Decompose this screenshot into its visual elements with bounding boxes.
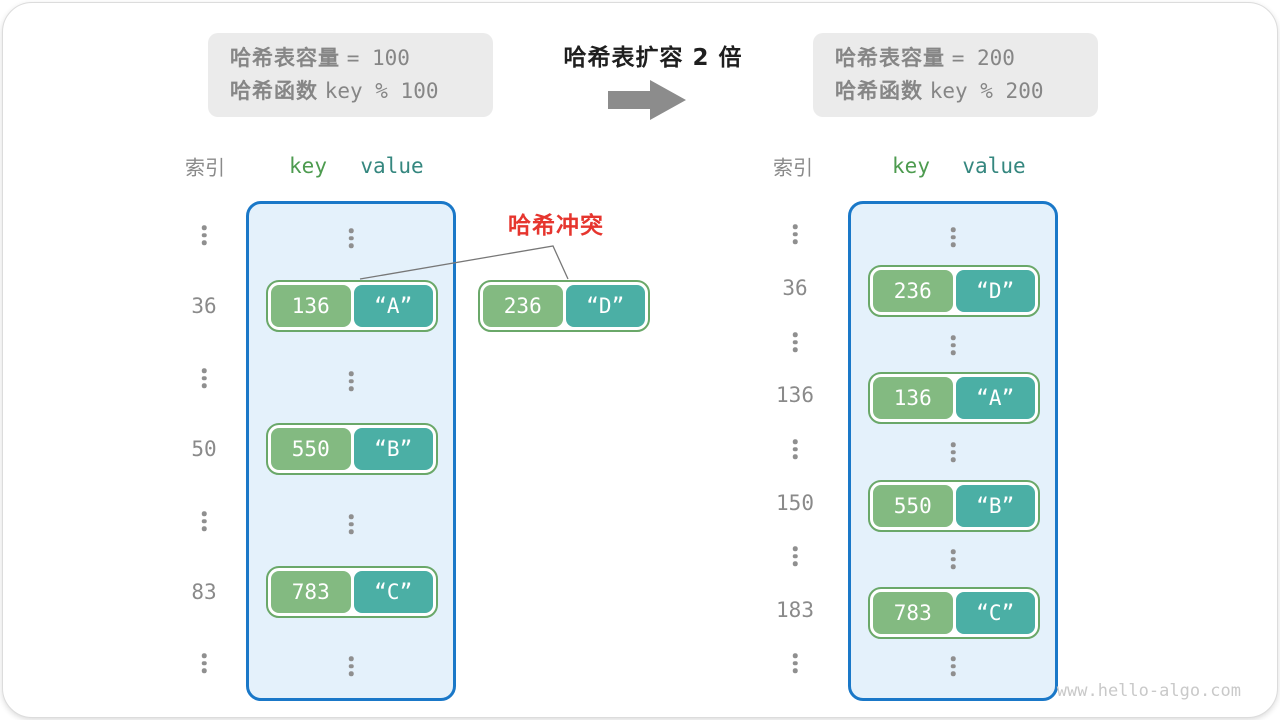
vertical-ellipsis-icon <box>950 227 956 247</box>
key-box: 136 <box>271 285 351 327</box>
right-hash-table: 236 “D” 136 “A” 550 “B” 783 “C” <box>848 201 1058 701</box>
watermark: www.hello-algo.com <box>1056 681 1241 701</box>
key-box: 783 <box>271 571 351 613</box>
index-label: 150 <box>776 491 814 515</box>
value-box: “C” <box>955 592 1035 634</box>
function-label: 哈希函数 <box>230 78 318 103</box>
value-box: “B” <box>955 485 1035 527</box>
vertical-ellipsis-icon <box>348 656 354 676</box>
old-capacity-line: 哈希表容量 = 100 <box>230 46 493 71</box>
index-label: 83 <box>191 580 217 604</box>
kv-pair-236D-colliding: 236 “D” <box>478 280 650 332</box>
capacity-value: = 200 <box>951 46 1015 71</box>
vertical-ellipsis-icon <box>792 546 798 566</box>
function-label: 哈希函数 <box>835 78 923 103</box>
kv-pair-783C: 783 “C” <box>868 587 1040 639</box>
kv-pair-550B: 550 “B” <box>868 480 1040 532</box>
index-label: 136 <box>776 383 814 407</box>
index-label: 36 <box>191 294 217 318</box>
left-value-header: value <box>360 154 424 178</box>
vertical-ellipsis-icon <box>201 653 207 673</box>
function-value: key % 200 <box>929 78 1044 103</box>
new-config-box: 哈希表容量 = 200 哈希函数 key % 200 <box>813 33 1098 117</box>
kv-pair-136A: 136 “A” <box>868 372 1040 424</box>
key-box: 236 <box>483 285 563 327</box>
left-hash-table: 136 “A” 550 “B” 783 “C” <box>246 201 456 701</box>
old-function-line: 哈希函数 key % 100 <box>230 79 493 104</box>
value-box: “B” <box>353 428 433 470</box>
old-config-box: 哈希表容量 = 100 哈希函数 key % 100 <box>208 33 493 117</box>
right-arrow-icon <box>608 80 686 120</box>
kv-pair-136A: 136 “A” <box>266 280 438 332</box>
key-box: 783 <box>873 592 953 634</box>
collision-label: 哈希冲突 <box>508 213 604 239</box>
index-label: 36 <box>782 276 808 300</box>
new-capacity-line: 哈希表容量 = 200 <box>835 46 1098 71</box>
capacity-label: 哈希表容量 <box>835 46 945 71</box>
left-key-header: key <box>289 154 327 178</box>
vertical-ellipsis-icon <box>950 549 956 569</box>
right-index-header: 索引 <box>773 155 813 180</box>
vertical-ellipsis-icon <box>348 371 354 391</box>
vertical-ellipsis-icon <box>201 511 207 531</box>
key-box: 550 <box>873 485 953 527</box>
vertical-ellipsis-icon <box>792 439 798 459</box>
left-index-header: 索引 <box>185 155 225 180</box>
vertical-ellipsis-icon <box>792 653 798 673</box>
value-box: “D” <box>565 285 645 327</box>
new-function-line: 哈希函数 key % 200 <box>835 79 1098 104</box>
vertical-ellipsis-icon <box>950 442 956 462</box>
value-box: “A” <box>353 285 433 327</box>
kv-pair-236D: 236 “D” <box>868 265 1040 317</box>
vertical-ellipsis-icon <box>201 368 207 388</box>
index-label: 183 <box>776 598 814 622</box>
right-key-header: key <box>892 154 930 178</box>
key-box: 550 <box>271 428 351 470</box>
vertical-ellipsis-icon <box>792 224 798 244</box>
key-box: 236 <box>873 270 953 312</box>
vertical-ellipsis-icon <box>792 332 798 352</box>
key-box: 136 <box>873 377 953 419</box>
figure-title: 哈希表扩容 2 倍 <box>563 45 743 71</box>
value-box: “C” <box>353 571 433 613</box>
vertical-ellipsis-icon <box>348 514 354 534</box>
capacity-value: = 100 <box>346 46 410 71</box>
kv-pair-783C: 783 “C” <box>266 566 438 618</box>
value-box: “A” <box>955 377 1035 419</box>
index-label: 50 <box>191 437 217 461</box>
right-value-header: value <box>962 154 1026 178</box>
kv-pair-550B: 550 “B” <box>266 423 438 475</box>
vertical-ellipsis-icon <box>348 228 354 248</box>
vertical-ellipsis-icon <box>950 335 956 355</box>
vertical-ellipsis-icon <box>950 656 956 676</box>
function-value: key % 100 <box>324 78 439 103</box>
value-box: “D” <box>955 270 1035 312</box>
vertical-ellipsis-icon <box>201 225 207 245</box>
capacity-label: 哈希表容量 <box>230 46 340 71</box>
